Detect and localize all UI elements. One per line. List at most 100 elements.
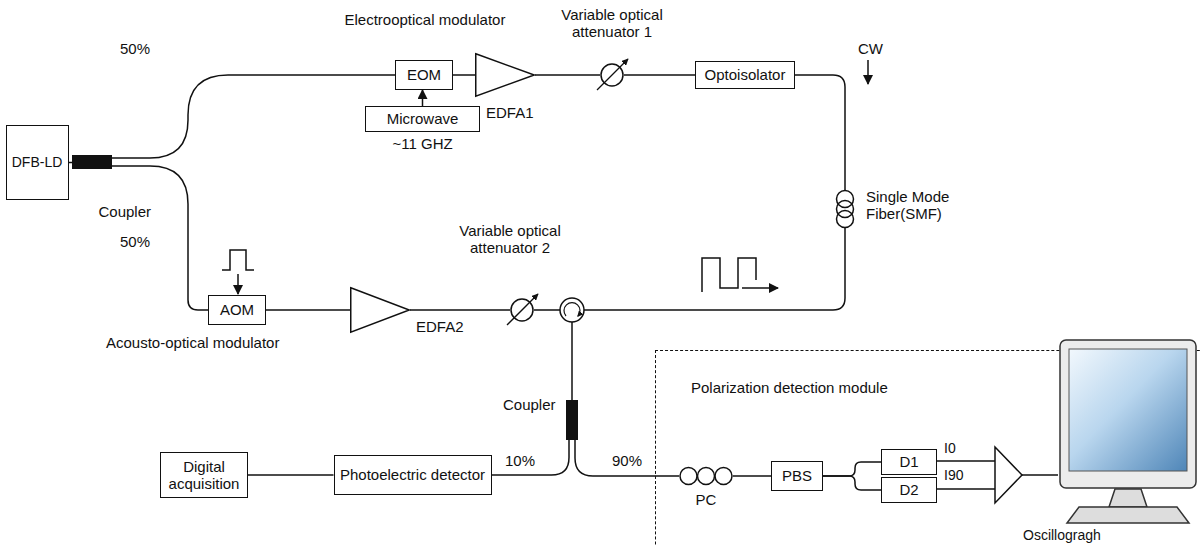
- signal-label: 50%: [120, 233, 150, 250]
- box-label: Microwave: [387, 110, 459, 127]
- fiber-connector: [112, 75, 395, 158]
- shape-outline: [832, 190, 858, 228]
- outside-label: Electrooptical modulator: [345, 11, 506, 28]
- component-box: AOMAcousto-optical modulator: [208, 295, 266, 325]
- shape-outline: [475, 53, 535, 97]
- box-label: Photoelectric detector: [340, 466, 485, 483]
- amplifier-triangle: EDFA2: [350, 287, 410, 333]
- box-label: D1: [899, 453, 918, 470]
- outside-label: ~11 GHZ: [393, 135, 453, 152]
- fiber-loop: [715, 468, 732, 485]
- module-region: Polarization detection modulePC PBS D1D2Os…: [655, 350, 1200, 546]
- outside-label: Variable optical attenuator 2: [445, 222, 575, 257]
- monitor-base: [1067, 507, 1189, 523]
- circulator-symbol: [560, 298, 584, 322]
- box-label: AOM: [220, 301, 254, 318]
- circulator-arrow: [564, 303, 580, 316]
- monitor-screen: [1069, 349, 1187, 471]
- outside-label: EDFA2: [416, 318, 464, 335]
- signal-wire: [936, 460, 995, 462]
- fiber-loop: [837, 201, 854, 218]
- monitor-bezel: [1060, 340, 1196, 488]
- fiber-connector: [492, 440, 570, 475]
- signal-label: 90%: [612, 452, 642, 469]
- outside-label: Acousto-optical modulator: [106, 334, 279, 351]
- component-box: D2: [881, 477, 937, 503]
- outside-label: PC: [696, 491, 717, 508]
- shape-outline: [350, 287, 410, 333]
- fiber-connector: [422, 90, 424, 106]
- shape-outline: [1059, 339, 1197, 527]
- fiber-connector: [453, 74, 475, 76]
- oscilloscope-monitor: Oscillogragh: [1059, 339, 1197, 527]
- shape-outline: [510, 298, 534, 322]
- fiber-loop: [837, 211, 854, 228]
- box-label: PBS: [782, 467, 812, 484]
- pulse-arrow: [237, 274, 239, 294]
- fiber-loop: [698, 468, 715, 485]
- amplifier-outline: [476, 54, 535, 97]
- fiber-loop: [680, 468, 697, 485]
- pulse-symbol: [222, 250, 254, 270]
- pulse-train: [702, 258, 756, 292]
- box-label: DFB-LD: [12, 154, 63, 170]
- outside-label: Coupler: [503, 396, 556, 413]
- fiber-coupler: Coupler: [566, 400, 578, 440]
- attenuator-arrow: [507, 294, 538, 325]
- component-box: Microwave~11 GHZ: [365, 106, 480, 132]
- box-label: D2: [899, 481, 918, 498]
- amplifier-outline: [351, 288, 410, 333]
- signal-wire: [936, 488, 995, 490]
- fiber-connector: [248, 474, 334, 476]
- component-box: Electrooptical modulatorEOM: [395, 60, 453, 90]
- differential-amplifier: [995, 447, 1022, 503]
- box-label: EOM: [407, 66, 441, 83]
- fiber-connector: [112, 166, 208, 310]
- outside-label: EDFA1: [486, 104, 534, 121]
- component-box: Digital acquisition: [160, 452, 248, 498]
- fiber-coupler: Coupler: [72, 155, 112, 169]
- fiber-connector: [575, 440, 679, 476]
- amplifier-triangle: EDFA1: [475, 53, 535, 97]
- fiber-connector: [410, 309, 510, 311]
- signal-wire: [1022, 474, 1058, 476]
- cw-arrow: [867, 60, 869, 84]
- fiber-connector: [535, 74, 600, 76]
- attenuator-arrow: [597, 59, 628, 90]
- fiber-connector: [624, 74, 695, 76]
- signal-label: I90: [944, 467, 963, 483]
- component-box: D1: [881, 449, 937, 475]
- attenuator-symbol: Variable optical attenuator 2: [510, 298, 534, 322]
- signal-label: CW: [858, 40, 883, 57]
- outside-label: Variable optical attenuator 1: [547, 6, 677, 41]
- fiber-wire: [571, 322, 573, 400]
- component-box: PBS: [771, 461, 823, 491]
- fiber-connector: [823, 462, 881, 476]
- fiber-connector: [266, 309, 350, 311]
- attenuator-symbol: Variable optical attenuator 1: [600, 63, 624, 87]
- component-box: Optoisolator: [695, 61, 795, 89]
- fiber-coil: Single Mode Fiber(SMF): [832, 190, 858, 228]
- shape-outline: [600, 63, 624, 87]
- outside-label: Polarization detection module: [691, 379, 888, 396]
- outside-label: Coupler: [99, 203, 152, 220]
- box-label: Digital acquisition: [166, 458, 242, 493]
- propagation-arrow: [742, 287, 778, 289]
- outside-label: Single Mode Fiber(SMF): [866, 188, 966, 223]
- signal-label: I0: [944, 440, 956, 456]
- fiber-connector: [733, 475, 771, 477]
- box-label: Optoisolator: [705, 66, 786, 83]
- component-box: DFB-LD: [6, 125, 69, 200]
- monitor-neck: [1109, 489, 1147, 507]
- fiber-loop: [837, 191, 854, 208]
- polarization-controller: PC: [679, 465, 733, 487]
- outside-label: Oscillogragh: [1023, 527, 1101, 543]
- component-box: Photoelectric detector: [334, 455, 492, 495]
- fiber-connector: [534, 228, 845, 310]
- fiber-connector: [823, 476, 881, 490]
- shape-outline: [679, 465, 733, 487]
- fiber-connector: [795, 75, 845, 190]
- signal-label: 50%: [120, 40, 150, 57]
- signal-label: 10%: [505, 452, 535, 469]
